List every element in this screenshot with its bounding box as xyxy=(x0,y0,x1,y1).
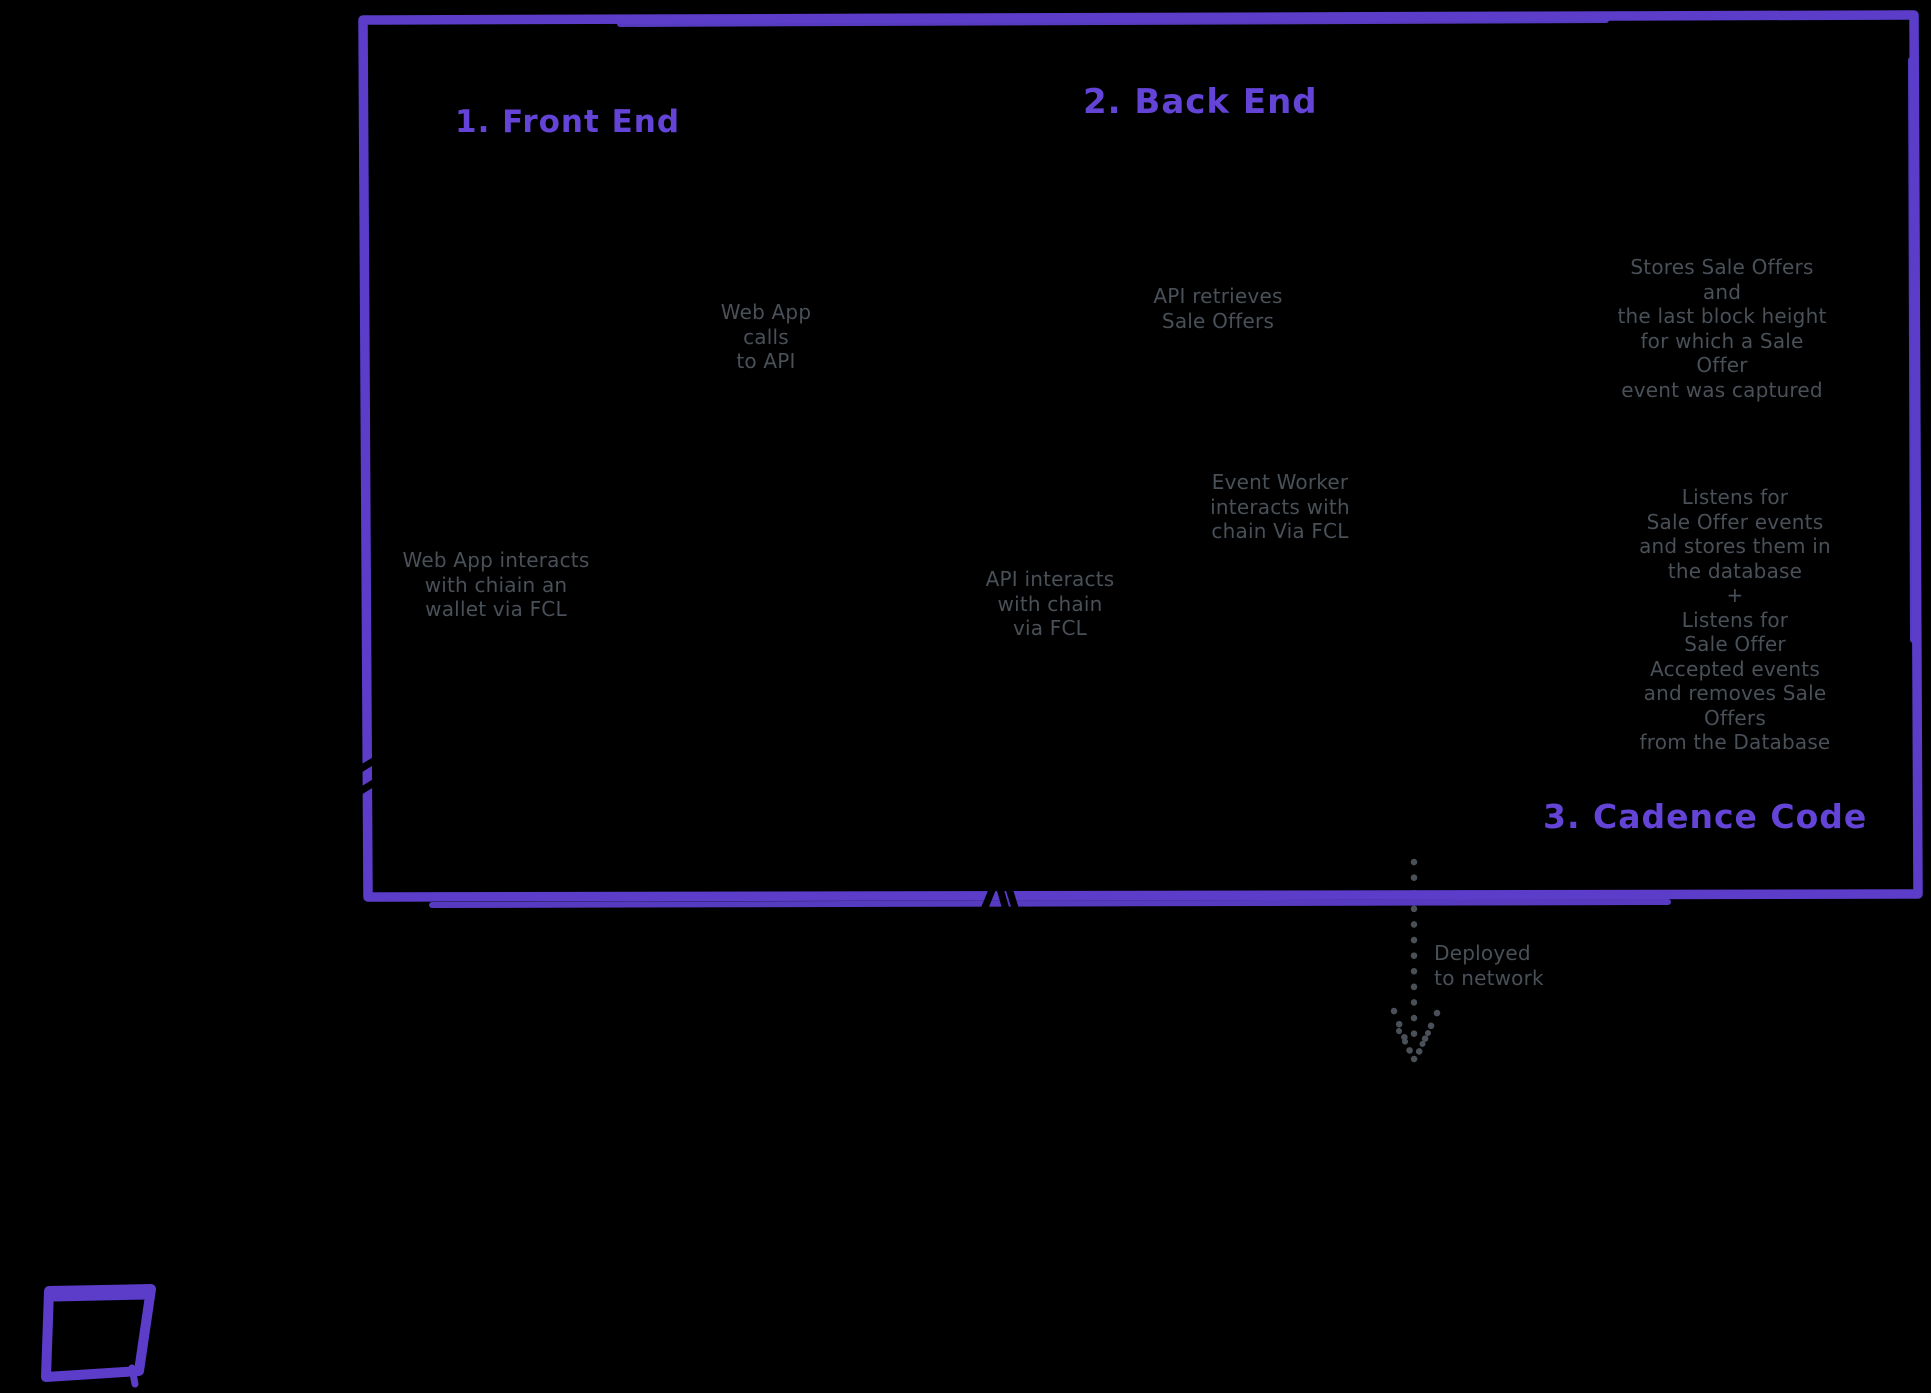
annotation-api-interacts: API interacts with chain via FCL xyxy=(985,567,1115,640)
section-label-front-end: 1. Front End xyxy=(455,104,681,140)
annotation-api-retrieves: API retrieves Sale Offers xyxy=(1153,284,1283,333)
annotation-web-app-calls: Web App calls to API xyxy=(720,300,812,373)
small-rectangle-sketch-overlay xyxy=(51,1292,151,1388)
annotation-event-worker: Event Worker interacts with chain Via FC… xyxy=(1210,470,1350,543)
small-rectangle xyxy=(41,1284,156,1388)
deployed-arrowhead-right-inner xyxy=(1415,1030,1431,1056)
main-boundary-rectangle xyxy=(358,10,1923,902)
annotation-listens: Listens for Sale Offer events and stores… xyxy=(1639,485,1831,754)
section-label-back-end: 2. Back End xyxy=(1083,82,1318,122)
bottom-border-arrow-notch xyxy=(979,874,1021,918)
annotation-deployed-to-network: Deployed to network xyxy=(1434,941,1544,990)
annotation-stores-sale-offers: Stores Sale Offers and the last block he… xyxy=(1617,255,1827,402)
deployed-arrowhead-left-inner xyxy=(1396,1028,1414,1055)
annotation-web-app-interacts: Web App interacts with chiain an wallet … xyxy=(402,548,590,621)
section-label-cadence-code: 3. Cadence Code xyxy=(1543,797,1868,836)
main-boundary-sketch-overlay xyxy=(429,17,1916,908)
small-rectangle-outline xyxy=(41,1284,156,1382)
left-border-arrow-notch xyxy=(339,753,384,806)
